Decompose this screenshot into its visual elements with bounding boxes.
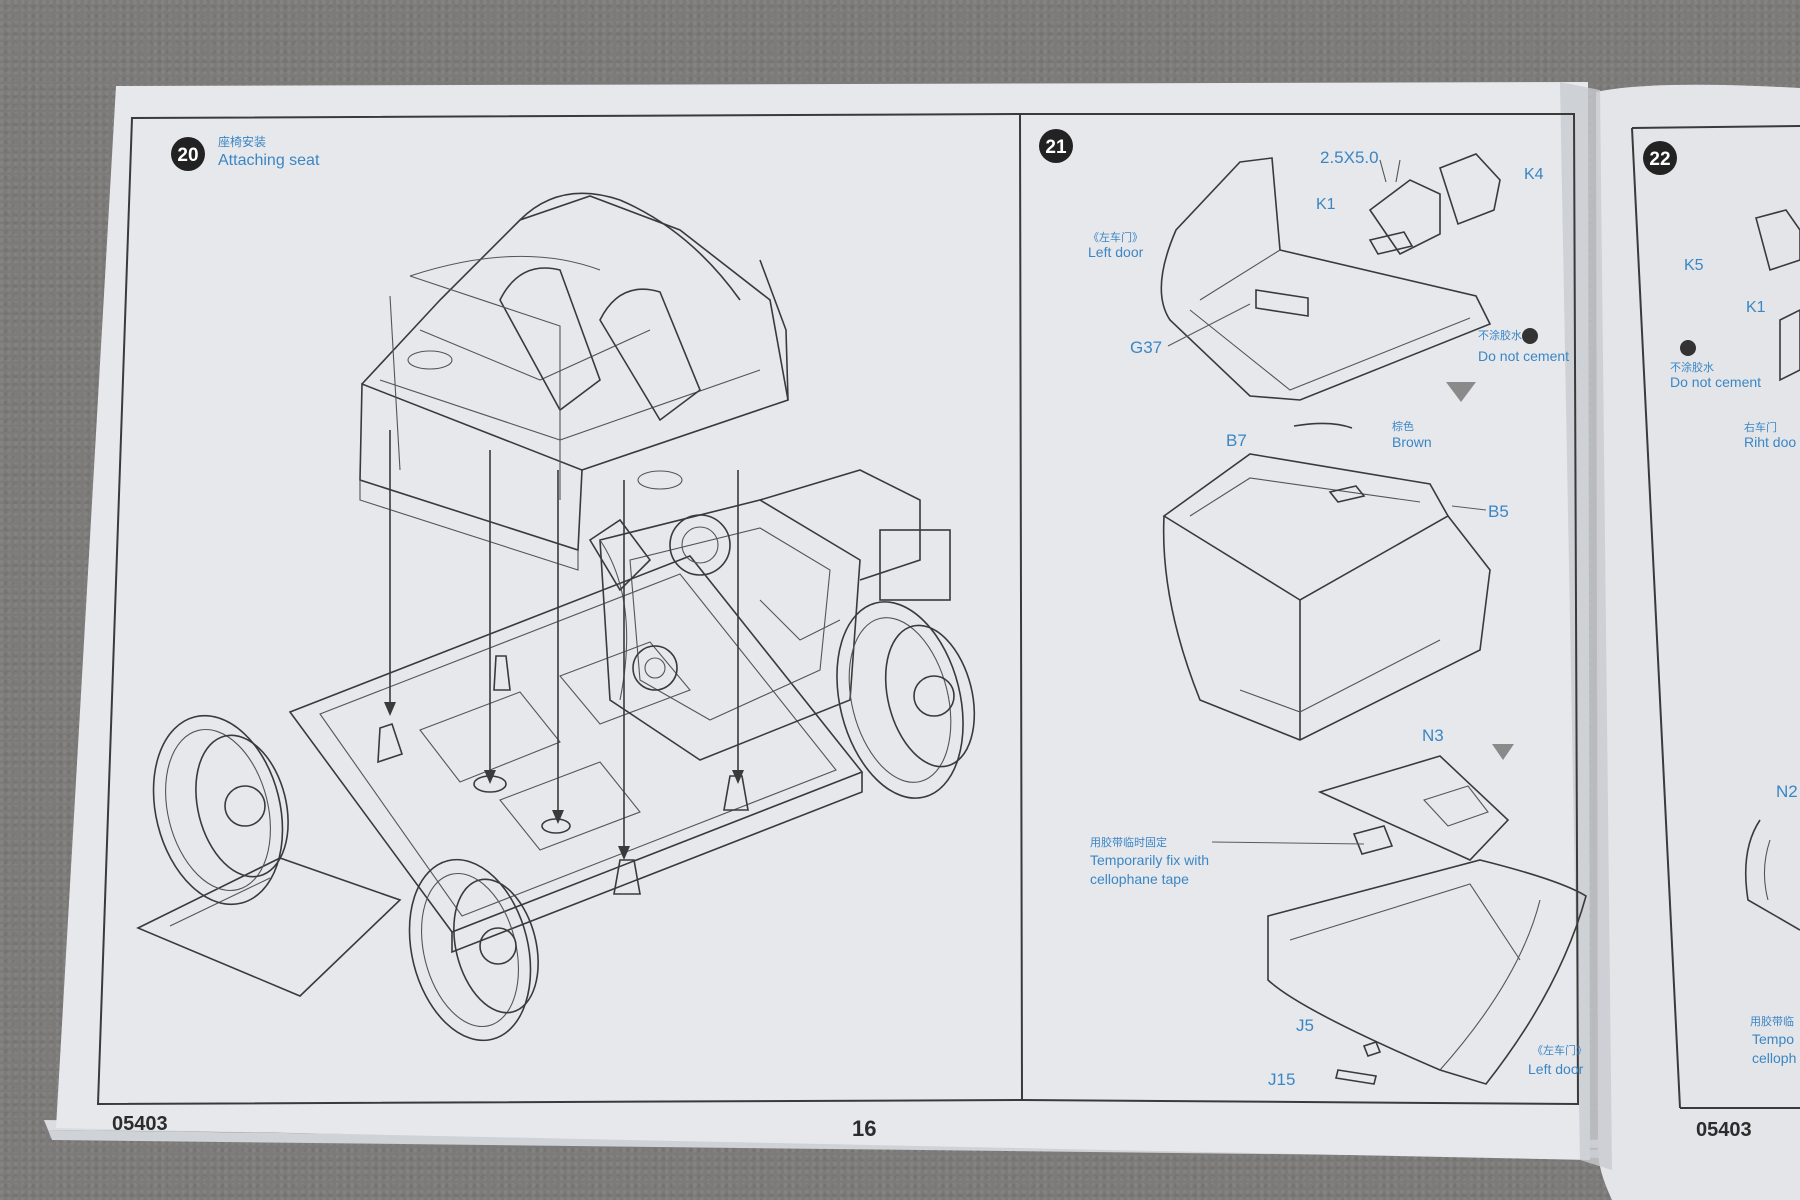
- left-door-drawing-1: [1160, 153, 1501, 401]
- right-door-en: Riht doo: [1744, 434, 1796, 450]
- part-j5-shape: [1362, 1041, 1382, 1057]
- booklet-right-page: [1596, 84, 1800, 1200]
- do-not-cement-note-22: 不涂胶水 Do not cement: [1670, 340, 1761, 390]
- booklet-spine: [1560, 82, 1612, 1170]
- part-k1-label-22: K1: [1746, 299, 1766, 316]
- tape-note-cn-21: 用胶带临时固定: [1090, 835, 1167, 849]
- part-b5-label: B5: [1488, 502, 1509, 521]
- part-n3-label: N3: [1422, 726, 1444, 745]
- step-down-arrow-icon-2: [1492, 744, 1514, 760]
- no-glue-icon-22: [1680, 340, 1696, 356]
- part-g37-label: G37: [1130, 338, 1162, 357]
- brown-label-en: Brown: [1392, 434, 1432, 450]
- step-21-number: 21: [1045, 137, 1067, 158]
- page-number: 16: [852, 1116, 876, 1141]
- left-door-drawing-2: [1162, 422, 1491, 741]
- left-door-label-en: Left door: [1088, 244, 1144, 260]
- chassis-drawing: [136, 469, 976, 1042]
- step-down-arrow-icon: [1446, 382, 1476, 402]
- panel-step-21: [1020, 113, 1580, 1106]
- step-22-badge: [1643, 141, 1677, 175]
- tape-note-en2-22: celloph: [1752, 1050, 1796, 1066]
- brown-label-cn: 棕色: [1392, 419, 1414, 433]
- panel-step-22: [1631, 125, 1800, 1109]
- step-20-number: 20: [177, 145, 198, 166]
- step-22-number: 22: [1649, 149, 1670, 170]
- no-cement-en-21: Do not cement: [1478, 348, 1569, 364]
- step-20-title-cn: 座椅安装: [218, 134, 266, 149]
- seat-assembly-drawing: [359, 192, 789, 571]
- do-not-cement-note-21: 不涂胶水 Do not cement: [1478, 328, 1569, 364]
- no-cement-en-22: Do not cement: [1670, 374, 1761, 390]
- step-20-badge: [171, 137, 205, 171]
- right-door-cn: 右车门: [1744, 420, 1777, 434]
- part-j15-shape: [1335, 1069, 1377, 1085]
- step-20-header: 20 座椅安装 Attaching seat: [171, 134, 320, 171]
- tape-note-en1-21: Temporarily fix with: [1090, 852, 1209, 868]
- step-21-header: 21: [1039, 129, 1073, 163]
- booklet-left-page: [56, 82, 1590, 1160]
- step-22-drawing: [1744, 209, 1800, 931]
- page-code-right: 05403: [1696, 1119, 1752, 1141]
- part-k5-label: K5: [1684, 257, 1704, 274]
- leader-b5: [1451, 505, 1487, 511]
- no-cement-cn-22: 不涂胶水: [1670, 360, 1714, 374]
- step-20-title-en: Attaching seat: [218, 152, 320, 169]
- tape-note-cn-22: 用胶带临: [1750, 1014, 1794, 1028]
- left-door-2-cn: 《左车门》: [1532, 1043, 1587, 1057]
- tape-note-en1-22: Tempo: [1752, 1031, 1794, 1047]
- tape-note-en2-21: cellophane tape: [1090, 871, 1189, 887]
- no-cement-cn-21: 不涂胶水: [1478, 328, 1522, 342]
- part-n2-label: N2: [1776, 782, 1798, 801]
- leader-tape-21: [1211, 841, 1365, 845]
- step-22-header: 22: [1643, 141, 1677, 175]
- left-door-2-en: Left door: [1528, 1061, 1584, 1077]
- part-k4-label: K4: [1524, 166, 1544, 183]
- left-door-drawing-3: [1267, 755, 1587, 1085]
- leader-g37: [1167, 303, 1251, 347]
- step-21-badge: [1039, 129, 1073, 163]
- page-code-left: 05403: [112, 1113, 168, 1135]
- step-20-assembly-arrows: [384, 430, 744, 860]
- part-j5-label: J5: [1296, 1016, 1314, 1035]
- no-glue-icon: [1522, 328, 1538, 344]
- left-door-label-cn: 《左车门》: [1088, 230, 1143, 244]
- part-k1-label: K1: [1316, 196, 1336, 213]
- screw-size-label: 2.5X5.0: [1320, 148, 1379, 167]
- part-j15-label: J15: [1268, 1070, 1295, 1089]
- part-b7-label: B7: [1226, 431, 1247, 450]
